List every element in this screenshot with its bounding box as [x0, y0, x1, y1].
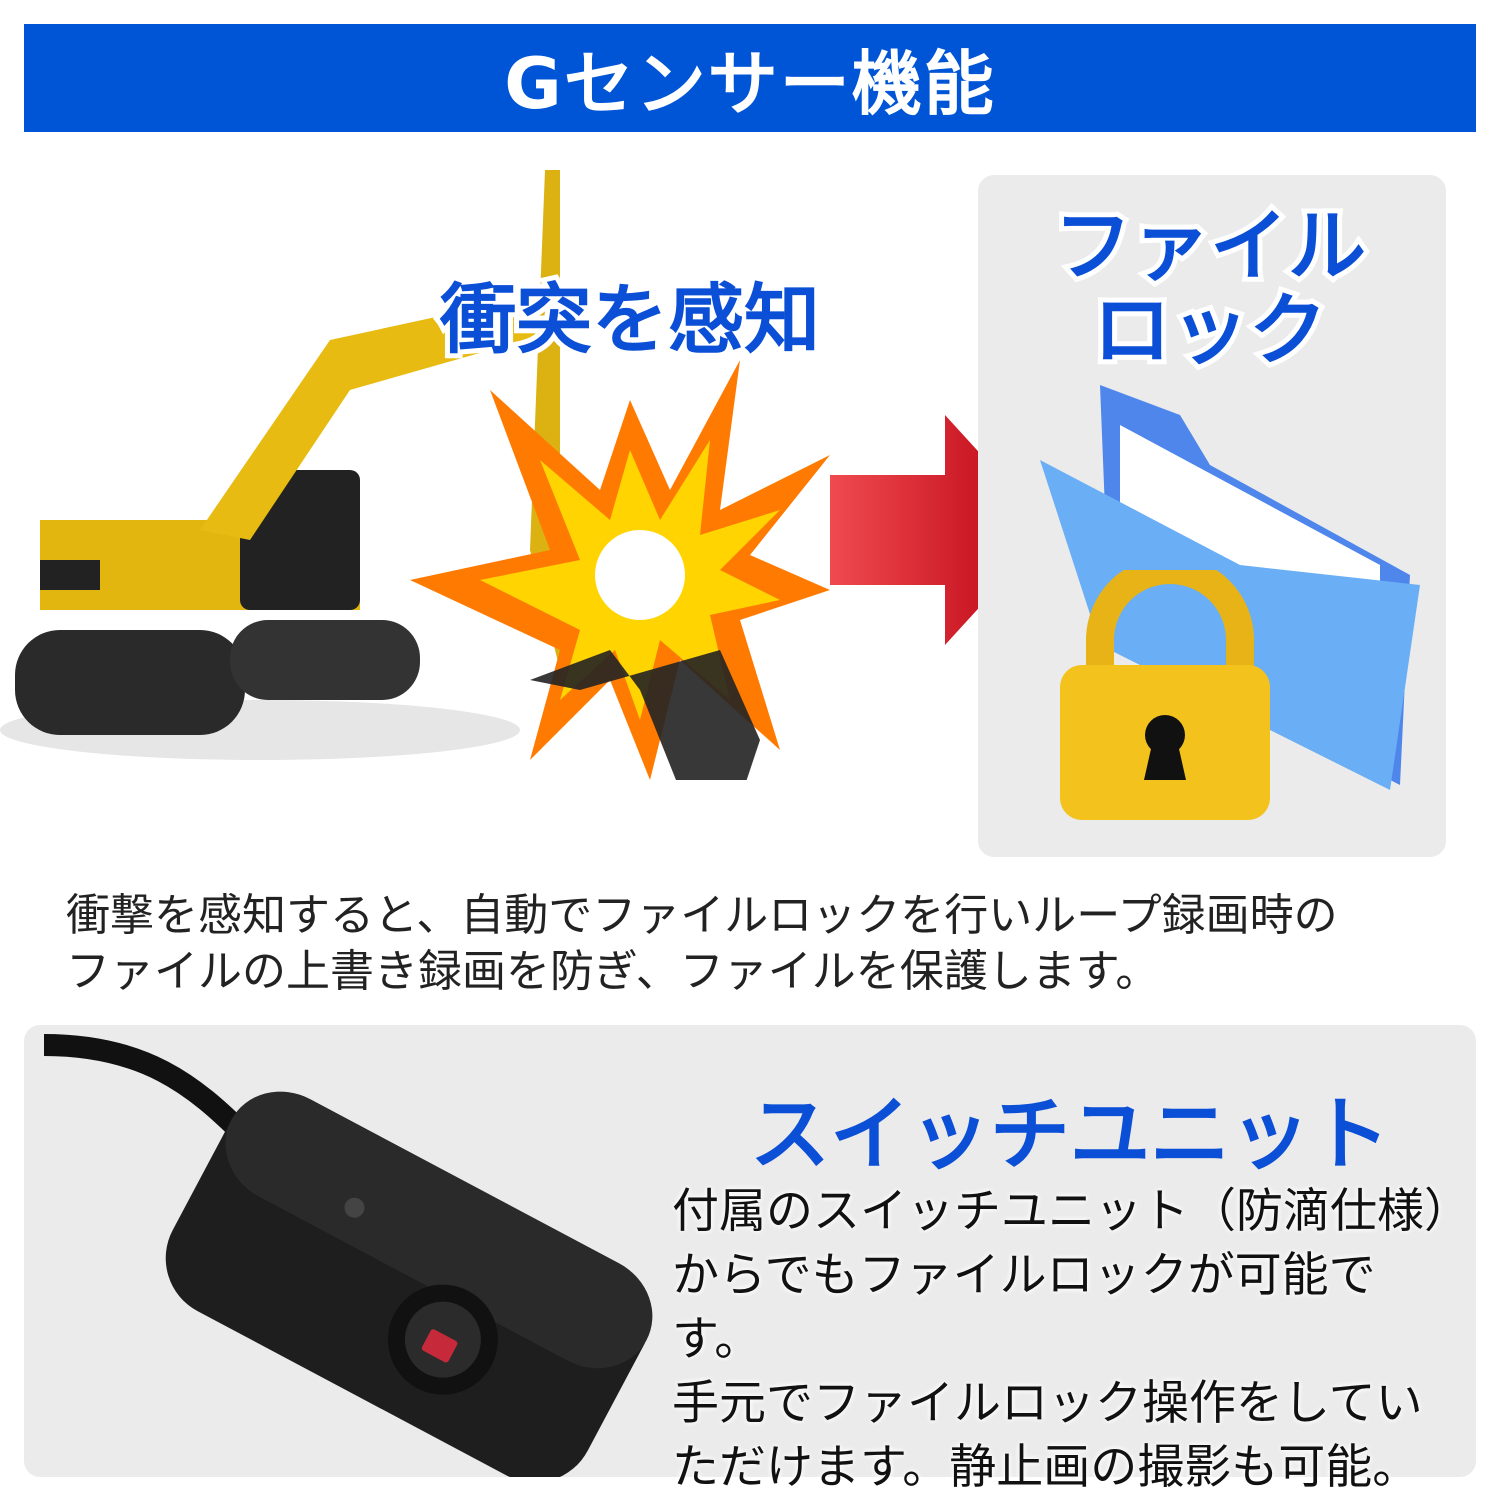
file-lock-title-line2: ロック	[1088, 284, 1332, 378]
title-banner: Gセンサー機能	[24, 24, 1476, 132]
switch-unit-description: 付属のスイッチユニット（防滴仕様） からでもファイルロックが可能です。 手元でフ…	[672, 1180, 1471, 1500]
page-title: Gセンサー機能	[504, 42, 996, 125]
impact-burst-icon	[410, 360, 830, 780]
file-lock-title-line1: ファイル	[1049, 200, 1371, 294]
excavator-image	[0, 170, 560, 760]
switch-unit-title: スイッチユニット	[750, 1088, 1390, 1181]
switch-unit-panel	[24, 1025, 1476, 1477]
switch-unit-line: 手元でファイルロック操作をしてい	[672, 1376, 1423, 1431]
description: 衝撃を感知すると、自動でファイルロックを行いループ録画時の ファイルの上書き録画…	[66, 888, 1446, 1000]
description-line1: 衝撃を感知すると、自動でファイルロックを行いループ録画時の	[66, 890, 1338, 941]
switch-unit-line: ただけます。静止画の撮影も可能。	[672, 1440, 1420, 1495]
padlock-icon	[1060, 570, 1270, 820]
impact-label: 衝突を感知	[435, 270, 825, 369]
switch-unit-line: 付属のスイッチユニット（防滴仕様）	[672, 1184, 1471, 1239]
file-lock-title: ファイル ロック	[1000, 200, 1420, 378]
switch-unit-image	[43, 1034, 653, 1477]
description-line2: ファイルの上書き録画を防ぎ、ファイルを保護します。	[66, 946, 1160, 997]
switch-unit-line: からでもファイルロックが可能です。	[672, 1248, 1376, 1367]
